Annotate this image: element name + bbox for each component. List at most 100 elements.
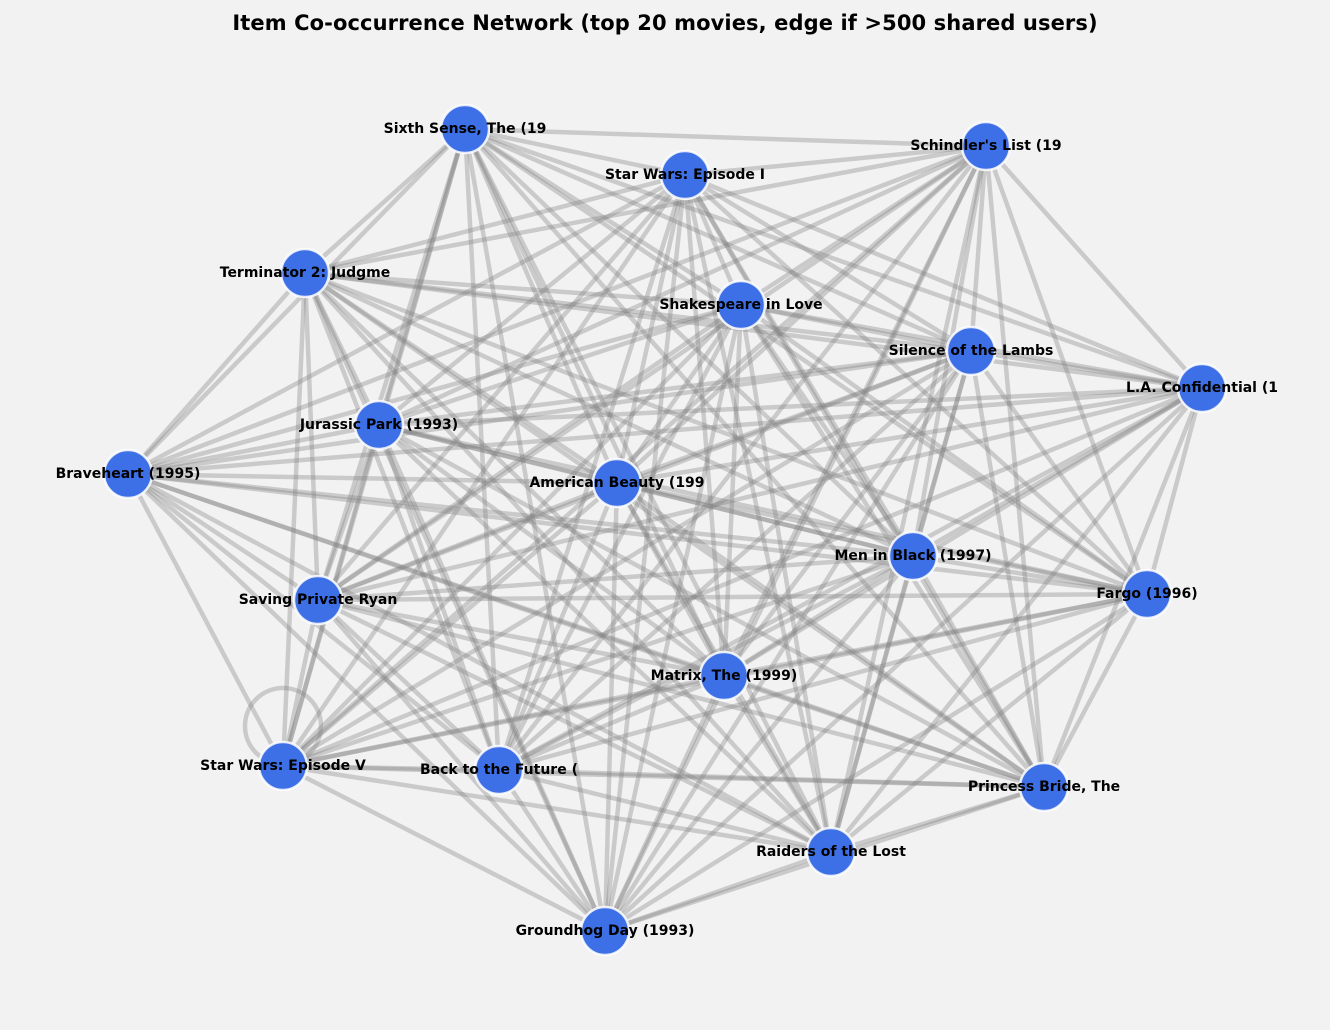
edge-braveheart-star_wars_v xyxy=(126,472,285,768)
edge-matrix-raiders xyxy=(722,674,833,854)
edge-raiders-groundhog_day xyxy=(604,849,832,934)
edge-princess_bride-raiders xyxy=(830,784,1045,855)
edge-la_confidential-braveheart xyxy=(127,385,1203,477)
edge-american_beauty-star_wars_v xyxy=(281,481,619,768)
edge-sixth_sense-raiders xyxy=(462,127,834,854)
node-terminator_2[interactable] xyxy=(279,247,331,299)
node-men_in_black[interactable] xyxy=(887,530,939,582)
edge-silence_lambs-matrix xyxy=(722,349,973,678)
edge-star_wars_i-american_beauty xyxy=(614,174,688,484)
edge-terminator_2-fargo xyxy=(304,270,1148,597)
node-american_beauty[interactable] xyxy=(591,457,643,509)
edge-silence_lambs-raiders xyxy=(828,350,974,853)
edge-men_in_black-fargo xyxy=(912,553,1148,597)
node-label-men_in_black: Men in Black (1997) xyxy=(834,548,991,564)
node-label-shakespeare: Shakespeare in Love xyxy=(659,297,822,313)
edge-schindlers_list-back_to_future xyxy=(497,144,988,772)
node-jurassic_park[interactable] xyxy=(353,399,405,451)
edge-terminator_2-braveheart xyxy=(126,271,307,476)
node-label-star_wars_v: Star Wars: Episode V xyxy=(200,758,366,774)
edge-schindlers_list-matrix xyxy=(721,145,989,677)
edge-sixth_sense-jurassic_park xyxy=(376,128,468,426)
edge-shakespeare-matrix xyxy=(721,304,744,677)
edge-american_beauty-back_to_future xyxy=(496,482,620,771)
edge-star_wars_i-la_confidential xyxy=(684,172,1203,391)
edge-shakespeare-back_to_future xyxy=(497,303,743,772)
node-raiders[interactable] xyxy=(805,826,857,878)
edge-american_beauty-princess_bride xyxy=(615,481,1046,789)
edge-la_confidential-star_wars_v xyxy=(282,385,1203,769)
node-braveheart[interactable] xyxy=(102,448,154,500)
edge-back_to_future-princess_bride xyxy=(498,767,1045,790)
edge-schindlers_list-saving_private_ryan xyxy=(316,144,988,602)
node-saving_private_ryan[interactable] xyxy=(292,574,344,626)
edge-schindlers_list-braveheart xyxy=(127,143,987,477)
edge-star_wars_i-princess_bride xyxy=(683,173,1046,789)
node-label-terminator_2: Terminator 2: Judgme xyxy=(220,265,391,281)
edge-la_confidential-matrix xyxy=(722,386,1204,678)
edge-schindlers_list-shakespeare xyxy=(739,144,988,307)
edge-terminator_2-la_confidential xyxy=(304,270,1203,391)
node-star_wars_i[interactable] xyxy=(659,149,711,201)
node-silence_lambs[interactable] xyxy=(945,325,997,377)
edge-silence_lambs-saving_private_ryan xyxy=(317,348,972,603)
edge-star_wars_v-raiders xyxy=(282,763,832,855)
node-label-star_wars_i: Star Wars: Episode I xyxy=(605,167,765,183)
node-shakespeare[interactable] xyxy=(715,279,767,331)
node-princess_bride[interactable] xyxy=(1018,761,1070,813)
edge-star_wars_i-silence_lambs xyxy=(683,173,973,353)
edge-sixth_sense-saving_private_ryan xyxy=(315,128,468,601)
edge-terminator_2-silence_lambs xyxy=(304,270,972,354)
node-fargo[interactable] xyxy=(1121,568,1173,620)
nodes-layer xyxy=(102,103,1228,957)
node-label-jurassic_park: Jurassic Park (1993) xyxy=(299,417,458,433)
edge-shakespeare-braveheart xyxy=(127,302,742,477)
edge-men_in_black-groundhog_day xyxy=(603,554,915,933)
node-groundhog_day[interactable] xyxy=(579,905,631,957)
edge-saving_private_ryan-matrix xyxy=(317,597,725,679)
node-label-matrix: Matrix, The (1999) xyxy=(651,668,798,684)
edge-sixth_sense-shakespeare xyxy=(463,127,743,307)
edge-shakespeare-fargo xyxy=(739,303,1149,596)
edge-terminator_2-raiders xyxy=(303,271,833,854)
node-star_wars_v[interactable] xyxy=(257,740,309,792)
edge-sixth_sense-braveheart xyxy=(126,127,467,476)
edge-jurassic_park-matrix xyxy=(377,423,726,678)
edge-star_wars_i-saving_private_ryan xyxy=(316,173,687,602)
node-back_to_future[interactable] xyxy=(473,744,525,796)
edge-schindlers_list-american_beauty xyxy=(615,144,988,485)
edge-star_wars_i-star_wars_v xyxy=(281,173,687,768)
edge-jurassic_park-raiders xyxy=(377,423,833,854)
edge-schindlers_list-fargo xyxy=(983,145,1150,595)
edge-terminator_2-star_wars_v xyxy=(280,272,308,767)
edge-la_confidential-fargo xyxy=(1144,387,1205,595)
edge-braveheart-saving_private_ryan xyxy=(126,472,320,602)
edge-star_wars_i-braveheart xyxy=(126,173,687,476)
edge-matrix-star_wars_v xyxy=(282,673,725,769)
edge-saving_private_ryan-princess_bride xyxy=(317,597,1045,790)
edge-american_beauty-matrix xyxy=(615,481,726,678)
edge-la_confidential-american_beauty xyxy=(616,385,1203,486)
edge-la_confidential-groundhog_day xyxy=(603,386,1204,933)
edge-la_confidential-saving_private_ryan xyxy=(317,385,1203,603)
edge-schindlers_list-groundhog_day xyxy=(602,145,989,932)
edge-shakespeare-groundhog_day xyxy=(602,304,744,932)
edge-fargo-matrix xyxy=(723,591,1148,679)
edge-sixth_sense-matrix xyxy=(462,128,727,677)
node-schindlers_list[interactable] xyxy=(960,120,1012,172)
edges-layer xyxy=(126,126,1205,934)
node-label-groundhog_day: Groundhog Day (1993) xyxy=(516,923,695,939)
chart-title: Item Co-occurrence Network (top 20 movie… xyxy=(232,11,1098,35)
node-la_confidential[interactable] xyxy=(1176,362,1228,414)
node-sixth_sense[interactable] xyxy=(439,103,491,155)
node-matrix[interactable] xyxy=(698,650,750,702)
edge-terminator_2-saving_private_ryan xyxy=(302,272,321,601)
edge-silence_lambs-groundhog_day xyxy=(603,349,973,933)
edge-terminator_2-men_in_black xyxy=(304,270,914,559)
edge-star_wars_i-men_in_black xyxy=(683,173,915,558)
edge-braveheart-fargo xyxy=(127,471,1148,597)
edge-braveheart-american_beauty xyxy=(127,471,618,486)
edge-terminator_2-back_to_future xyxy=(302,272,502,771)
edge-fargo-groundhog_day xyxy=(603,592,1149,933)
